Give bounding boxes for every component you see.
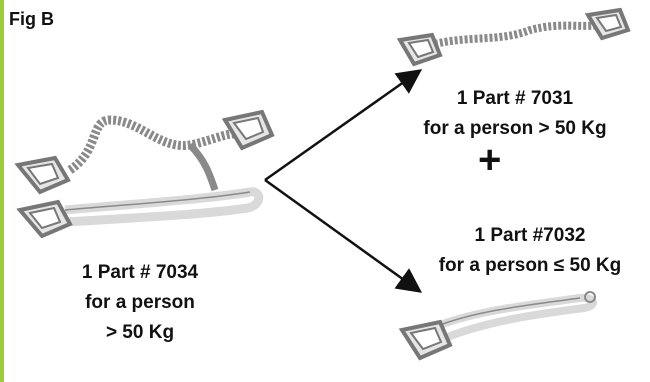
caption-line: > 50 Kg [105,322,175,343]
arrow-to-7031 [264,69,423,182]
part-number: 1 Part # 7034 [81,262,199,283]
arrow-to-7032 [264,178,423,293]
figure-label: Fig B [9,9,54,29]
caption-line: for a person [85,292,195,313]
part-number: 1 Part # 7031 [456,88,574,109]
plus-sign: + [478,138,502,182]
double-lanyard-image [14,109,275,239]
caption-line: for a person ≤ 50 Kg [438,255,622,276]
caption-7032: 1 Part #7032 for a person ≤ 50 Kg [410,221,650,281]
part-number: 1 Part #7032 [474,225,586,246]
flat-strap-tether-image [398,291,597,361]
elastic-tether-image [396,7,631,67]
caption-line: for a person > 50 Kg [423,118,607,139]
caption-7031: 1 Part # 7031 for a person > 50 Kg [395,84,635,144]
caption-7034: 1 Part # 7034 for a person > 50 Kg [40,258,240,348]
accent-bar [0,0,4,382]
